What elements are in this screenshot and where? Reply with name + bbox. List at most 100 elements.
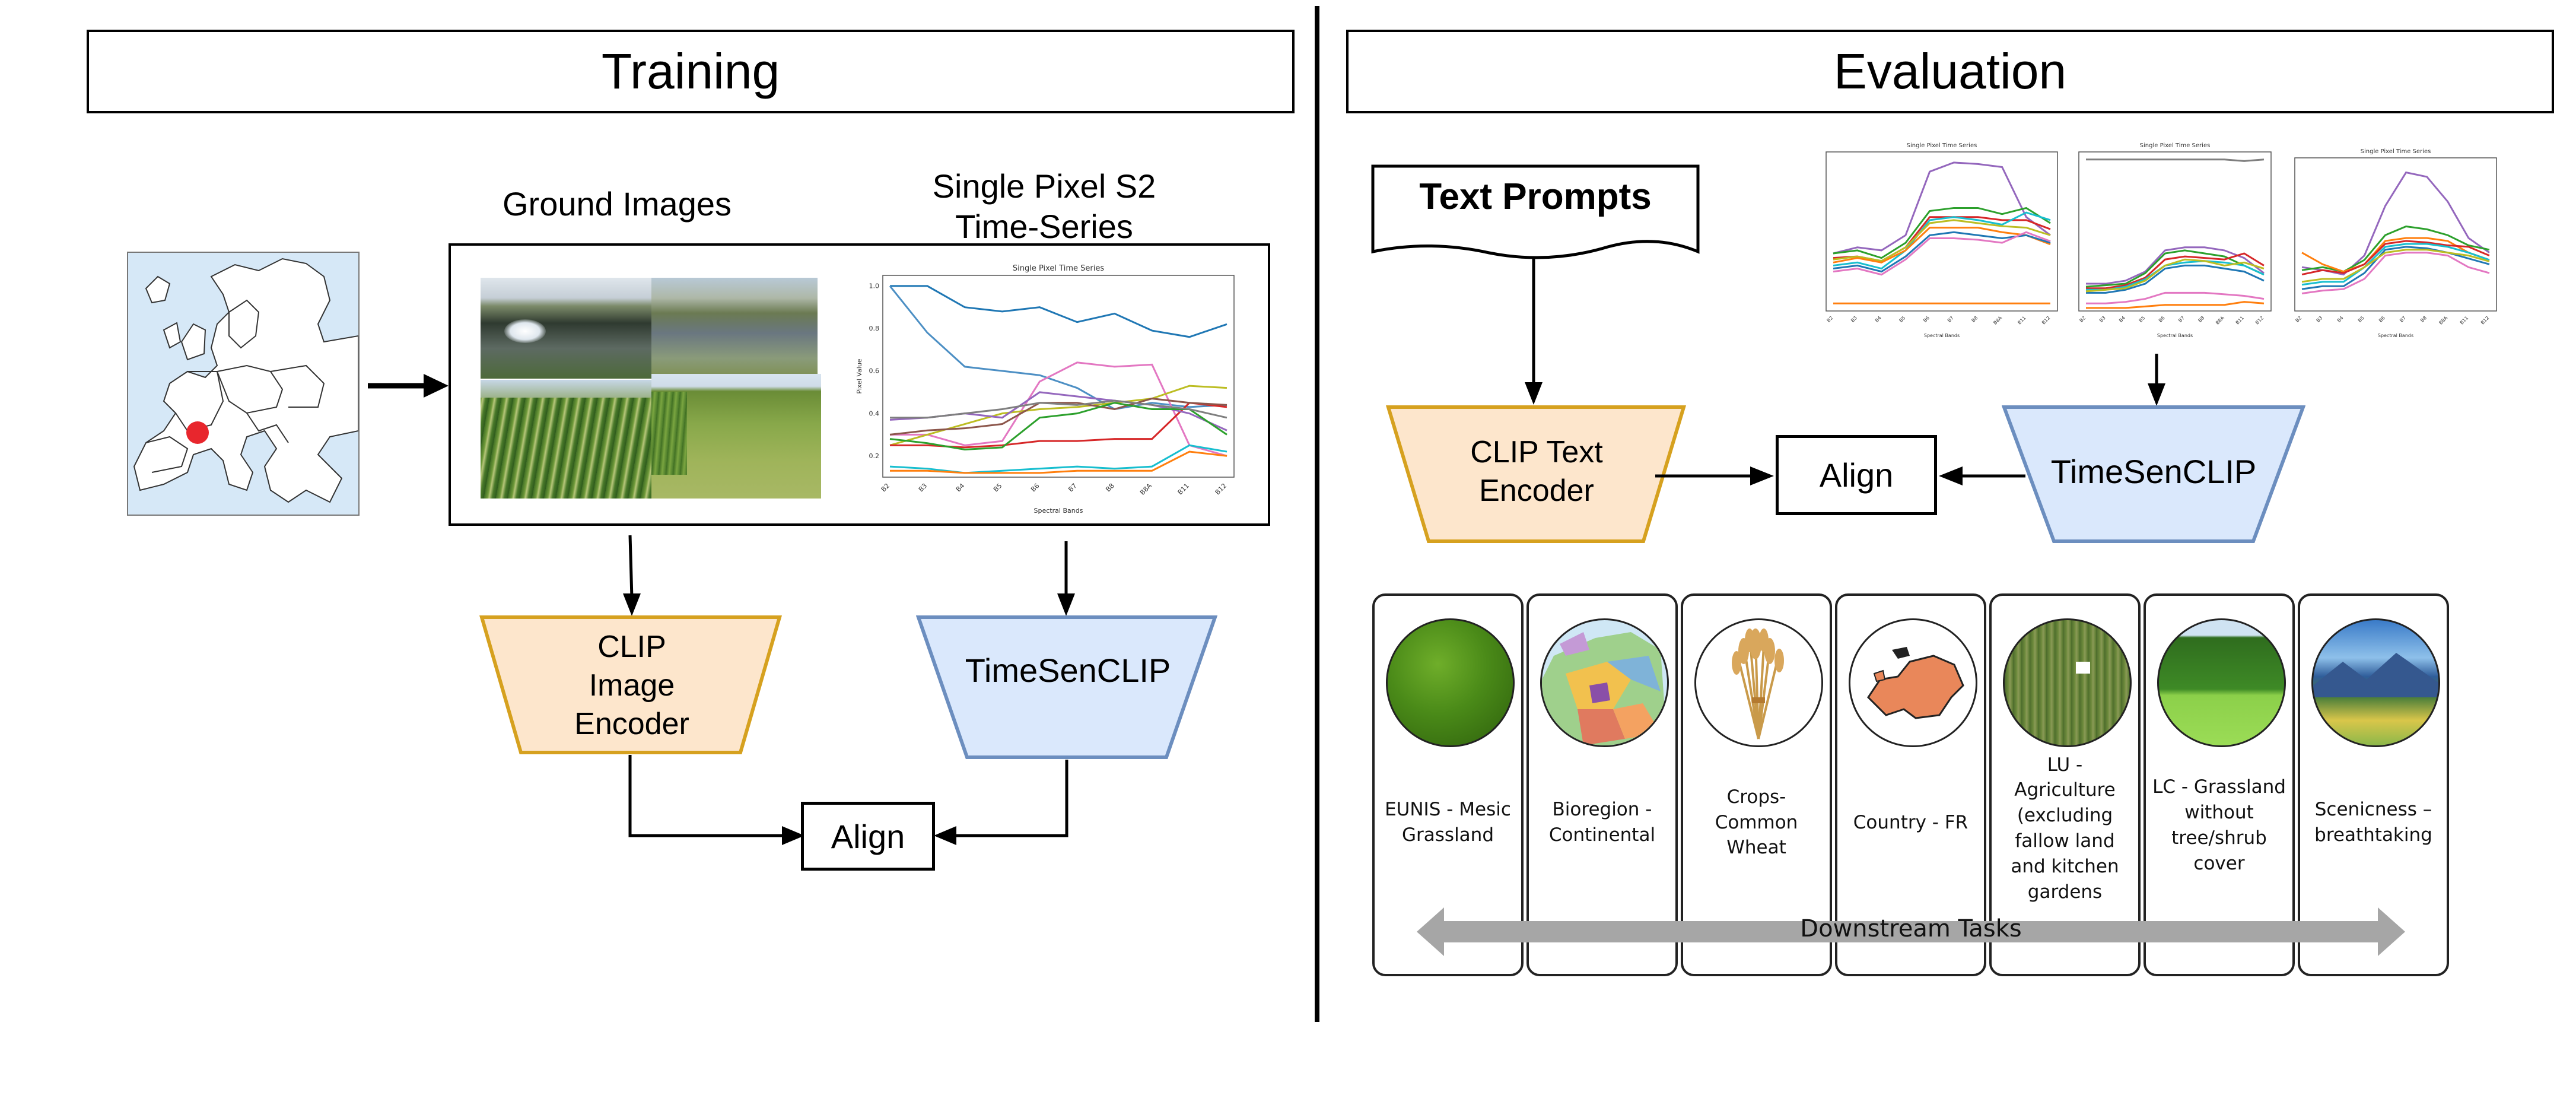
mountain-meadow-icon [2311,618,2440,747]
x-axis-label: Spectral Bands [1034,507,1083,515]
series-line-6 [1833,227,2051,263]
chart-title: Single Pixel Time Series [1907,142,1977,149]
x-tick-label: B2 [1826,315,1834,323]
chart-frame [2078,151,2272,312]
series-line-1 [890,285,1227,338]
series-line-8 [2086,291,2265,304]
images-to-encoder-arrow [623,535,641,616]
x-tick-label: B8 [2419,315,2428,323]
series-line-4 [2301,240,2490,276]
series-line-8 [2301,252,2490,294]
timeseries-label-line1: Single Pixel S2 [932,167,1156,205]
series-line-10 [890,450,1227,474]
x-tick-label: B12 [2480,315,2490,325]
timesenclip-encoder-training [916,615,1218,759]
charts-to-timesenclip-arrow [2148,354,2165,406]
ground-images-label: Ground Images [503,185,732,223]
series-line-7 [889,398,1227,436]
series-line-6 [889,391,1227,431]
x-tick-label: B4 [2118,315,2126,323]
text-prompts-document [1371,164,1700,259]
ground-image-corn [481,380,653,499]
series-line-4 [2086,252,2265,290]
x-tick-label: B11 [1176,482,1191,496]
downstream-tasks-arrow [1417,907,2405,956]
x-axis-label: Spectral Bands [2157,333,2193,338]
timeseries-to-encoder-arrow [1057,541,1075,616]
wheat-icon [1694,618,1823,747]
series-line-2 [1833,207,2051,259]
task-card: Bioregion - Continental [1526,593,1678,976]
y-tick-label: 0.4 [869,409,880,417]
series-line-7 [2085,258,2265,293]
ground-image-water-1 [481,278,653,379]
x-tick-label: B8 [1104,482,1115,493]
prompts-to-text-encoder-arrow [1525,258,1543,405]
x-tick-label: B3 [1850,315,1858,323]
x-axis-label: Spectral Bands [2378,333,2413,338]
grassland-texture-icon [1386,618,1515,747]
evaluation-title: Evaluation [1346,30,2554,113]
panel-divider [1315,6,1319,1022]
series-line-5 [2301,243,2490,286]
x-tick-label: B8 [2197,315,2206,323]
x-tick-label: B7 [1947,315,1955,323]
timesenclip-encoder-evaluation [2002,405,2305,543]
clip-image-encoder [479,615,782,754]
timesenclip-evaluation-label: TimeSenCLIP [2050,453,2257,490]
europe-map-icon [1849,618,1977,747]
text-encoder-to-align-arrow [1655,466,1774,485]
series-line-8 [889,402,1227,450]
x-tick-label: B8 [1971,315,1979,323]
timesenclip-training-label: TimeSenCLIP [965,652,1171,689]
task-card: LC - Grassland without tree/shrub cover [2144,593,2295,976]
x-tick-label: B12 [2041,315,2051,325]
task-card: LU - Agriculture (excluding fallow land … [1989,593,2141,976]
x-tick-label: B5 [992,482,1003,493]
series-line-6 [2301,246,2490,290]
series-line-3 [890,361,1227,457]
series-line-1 [2301,171,2490,276]
x-tick-label: B5 [2138,315,2146,323]
clip-text-encoder-label: CLIP Text Encoder [1470,435,1603,508]
location-marker [186,421,209,444]
x-tick-label: B12 [1214,482,1228,496]
series-line-2 [2086,246,2265,285]
x-tick-label: B11 [2459,315,2469,325]
x-tick-label: B7 [2399,315,2407,323]
europe-map-icon [133,258,358,503]
chart-title: Single Pixel Time Series [2361,148,2431,155]
map-to-data-arrow [368,374,449,398]
clip-image-encoder-label: CLIP Image Encoder [574,629,689,741]
task-card: Crops- Common Wheat [1681,593,1832,976]
x-tick-label: B11 [2235,315,2245,325]
x-tick-label: B8A [1992,315,2003,326]
series-line-6 [2086,264,2265,294]
europe-map [127,252,360,516]
x-tick-label: B11 [2017,315,2027,325]
x-tick-label: B4 [1874,315,1882,323]
series-line-2 [2301,225,2490,273]
bioregion-map-icon [1540,618,1669,747]
y-tick-label: 1.0 [869,282,880,290]
series-line-7 [2301,249,2490,283]
x-tick-label: B8A [1138,482,1153,497]
x-axis-label: Spectral Bands [1924,333,1960,338]
clip-text-encoder [1386,405,1686,543]
series-line-1 [1833,161,2051,255]
series-line-4 [1833,211,2051,270]
timeseries-label-line2: Time-Series [955,208,1133,245]
downstream-tasks-label: Downstream Tasks [1800,915,2022,942]
x-tick-label: B7 [1067,482,1078,493]
y-tick-label: 0.6 [869,367,880,375]
x-tick-label: B2 [2079,315,2087,323]
series-line-11 [890,399,1227,419]
text-prompts-label: Text Prompts [1419,176,1652,217]
x-tick-label: B5 [2357,315,2365,323]
align-box-training: Align [801,802,935,871]
timesenclip-to-align-arrow [1939,466,2025,485]
